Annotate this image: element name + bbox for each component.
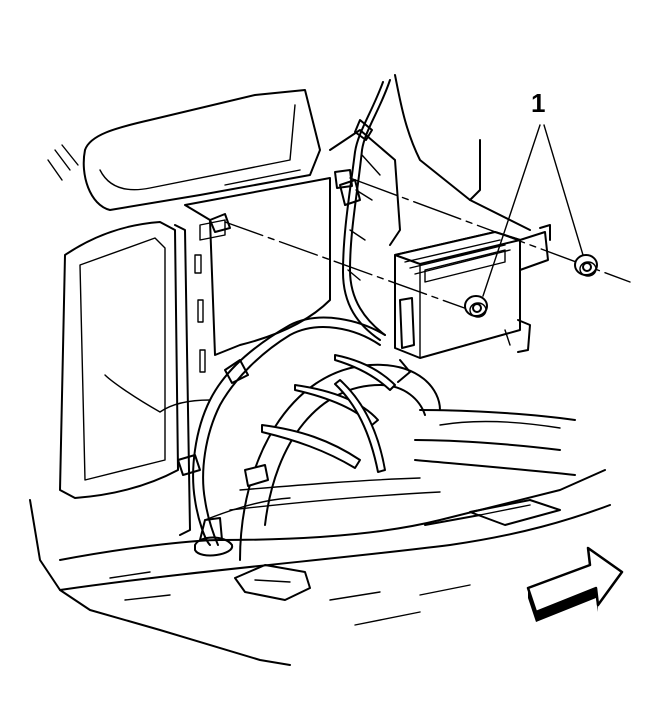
side-panel bbox=[329, 74, 531, 301]
callout-leaders bbox=[482, 124, 584, 297]
cargo-floor bbox=[29, 409, 611, 666]
nut-front bbox=[464, 295, 488, 318]
wheel-well bbox=[229, 354, 441, 561]
callout-label-1: 1 bbox=[531, 88, 546, 118]
upper-window-frame bbox=[47, 89, 321, 211]
quarter-window bbox=[59, 221, 179, 499]
nut-rear bbox=[574, 254, 598, 277]
electronic-module bbox=[394, 224, 551, 383]
front-direction-arrow bbox=[526, 546, 624, 622]
nut-fasteners bbox=[464, 254, 598, 318]
wire-harness bbox=[104, 79, 391, 546]
